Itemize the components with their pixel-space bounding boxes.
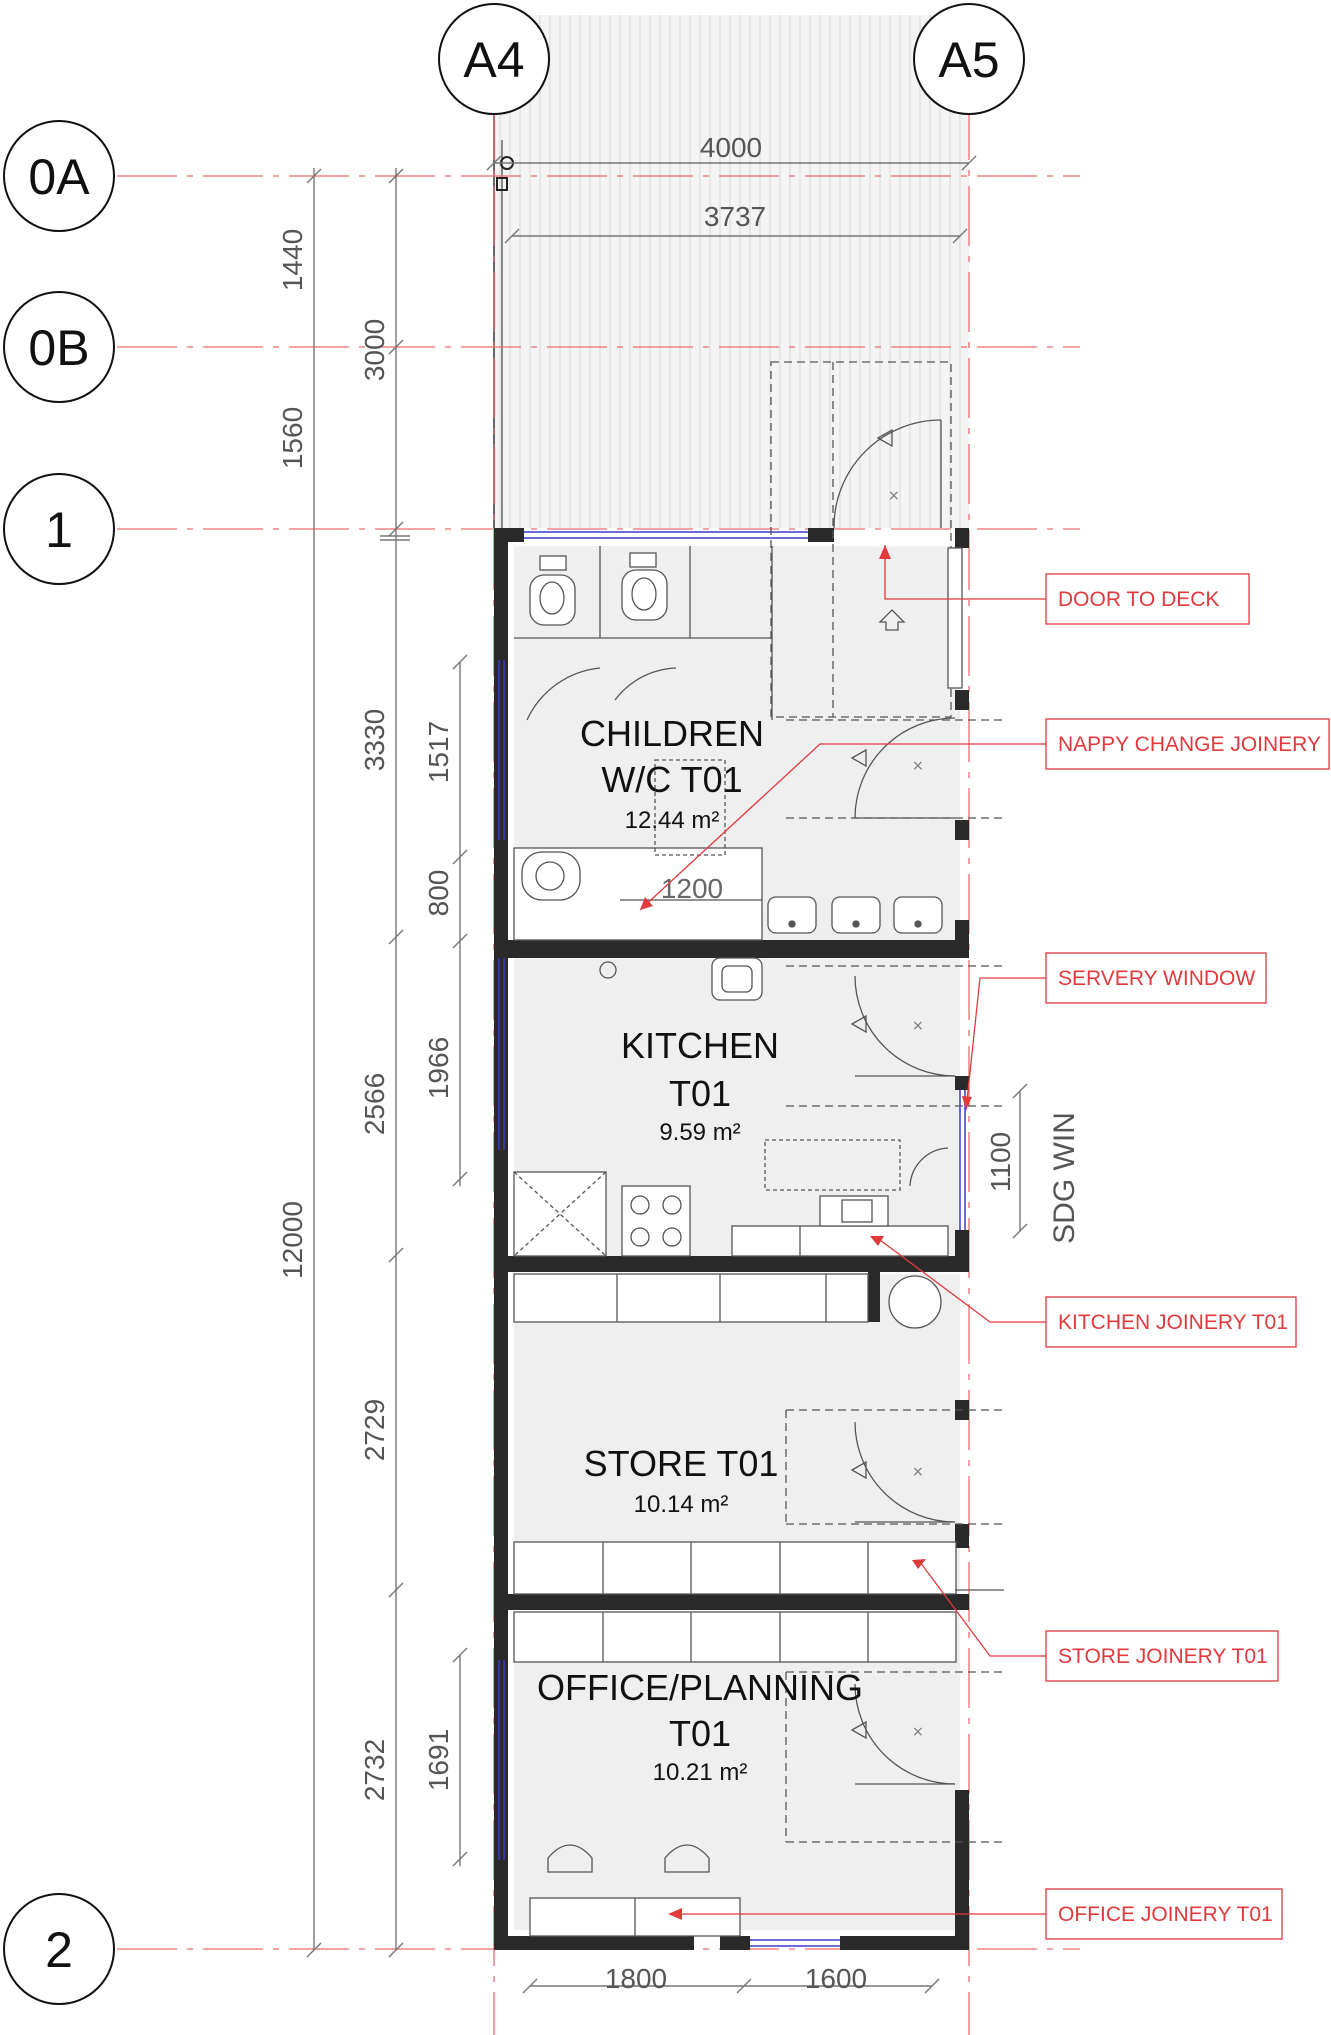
callout-label: SERVERY WINDOW — [1058, 967, 1255, 990]
room-label-store: STORE T01 10.14 m² — [584, 1443, 779, 1518]
room-name: OFFICE/PLANNING — [537, 1667, 863, 1708]
room-name: KITCHEN — [621, 1025, 779, 1066]
dim-3330: 3330 — [359, 709, 390, 771]
dim-1800: 1800 — [605, 1963, 667, 1994]
dim-800: 800 — [423, 870, 454, 917]
grid-label-a4: A4 — [463, 32, 524, 88]
deck-area — [493, 15, 969, 528]
dim-1517: 1517 — [423, 721, 454, 783]
callout-nappy-change: NAPPY CHANGE JOINERY — [1045, 718, 1330, 770]
dim-3000: 3000 — [359, 319, 390, 381]
callout-label: DOOR TO DECK — [1058, 588, 1219, 611]
room-name-line2: T01 — [669, 1073, 731, 1114]
grid-label-2: 2 — [45, 1922, 73, 1978]
callout-label: OFFICE JOINERY T01 — [1058, 1903, 1273, 1926]
walls — [494, 528, 969, 1950]
room-area: 9.59 m² — [659, 1119, 740, 1146]
dim-2732: 2732 — [359, 1739, 390, 1801]
callout-kitchen-joinery: KITCHEN JOINERY T01 — [1045, 1296, 1297, 1348]
svg-text:×: × — [912, 758, 924, 774]
dim-12000: 12000 — [277, 1201, 308, 1279]
callout-store-joinery: STORE JOINERY T01 — [1045, 1630, 1279, 1682]
dim-4000: 4000 — [700, 132, 762, 163]
grid-label-1: 1 — [45, 502, 73, 558]
grid-bubble-2: 2 — [3, 1893, 115, 2005]
grid-label-a5: A5 — [938, 32, 999, 88]
nappy-door: × — [786, 717, 1004, 819]
callout-label: NAPPY CHANGE JOINERY — [1058, 733, 1321, 756]
room-label-office: OFFICE/PLANNING T01 10.21 m² — [537, 1667, 863, 1786]
room-name-line2: W/C T01 — [601, 759, 742, 800]
kitchen-fixtures: × — [513, 957, 1004, 1257]
dimension-texts: 4000 3737 1440 1560 12000 3000 3330 2566… — [277, 132, 1081, 1994]
callout-servery-window: SERVERY WINDOW — [1045, 952, 1267, 1004]
office-fixtures: × — [513, 1611, 1004, 1937]
svg-text:×: × — [888, 488, 900, 504]
dim-3737: 3737 — [704, 201, 766, 232]
grid-bubble-0b: 0B — [3, 291, 115, 403]
room-label-kitchen: KITCHEN T01 9.59 m² — [621, 1025, 779, 1146]
dim-2729: 2729 — [359, 1399, 390, 1461]
callout-label: KITCHEN JOINERY T01 — [1058, 1311, 1288, 1334]
room-name: CHILDREN — [580, 713, 764, 754]
svg-text:×: × — [912, 1724, 924, 1740]
dim-1600: 1600 — [805, 1963, 867, 1994]
svg-text:×: × — [912, 1018, 924, 1034]
dim-1200: 1200 — [661, 873, 723, 904]
callout-leaders — [639, 545, 1046, 1915]
room-name-line2: T01 — [669, 1713, 731, 1754]
deck-door: × — [770, 361, 963, 718]
grid-label-0a: 0A — [28, 149, 90, 205]
grid-label-0b: 0B — [28, 320, 89, 376]
dim-1100: 1100 — [985, 1132, 1016, 1192]
callout-door-to-deck: DOOR TO DECK — [1045, 573, 1250, 625]
room-area: 10.21 m² — [653, 1759, 748, 1786]
room-area: 10.14 m² — [634, 1491, 729, 1518]
dim-sdg-win: SDG WIN — [1048, 1112, 1081, 1244]
dim-2566: 2566 — [359, 1073, 390, 1135]
grid-bubble-0a: 0A — [3, 120, 115, 232]
dim-1560: 1560 — [277, 407, 308, 469]
room-area: 12.44 m² — [625, 807, 720, 834]
room-label-children-wc: CHILDREN W/C T01 12.44 m² — [580, 713, 764, 834]
callout-office-joinery: OFFICE JOINERY T01 — [1045, 1888, 1283, 1940]
dim-1440: 1440 — [277, 229, 308, 291]
dim-1691: 1691 — [423, 1729, 454, 1791]
grid-bubble-a4: A4 — [438, 3, 550, 115]
wc-fixtures — [513, 546, 943, 941]
callout-arrows — [640, 545, 972, 1920]
dimension-lines — [306, 155, 1028, 1994]
dim-1966: 1966 — [423, 1037, 454, 1099]
svg-text:×: × — [912, 1464, 924, 1480]
store-fixtures: × — [513, 1273, 1004, 1595]
grid-bubble-1: 1 — [3, 473, 115, 585]
windows — [498, 531, 966, 1947]
callout-label: STORE JOINERY T01 — [1058, 1645, 1268, 1668]
room-name: STORE T01 — [584, 1443, 779, 1484]
grid-bubble-a5: A5 — [913, 3, 1025, 115]
